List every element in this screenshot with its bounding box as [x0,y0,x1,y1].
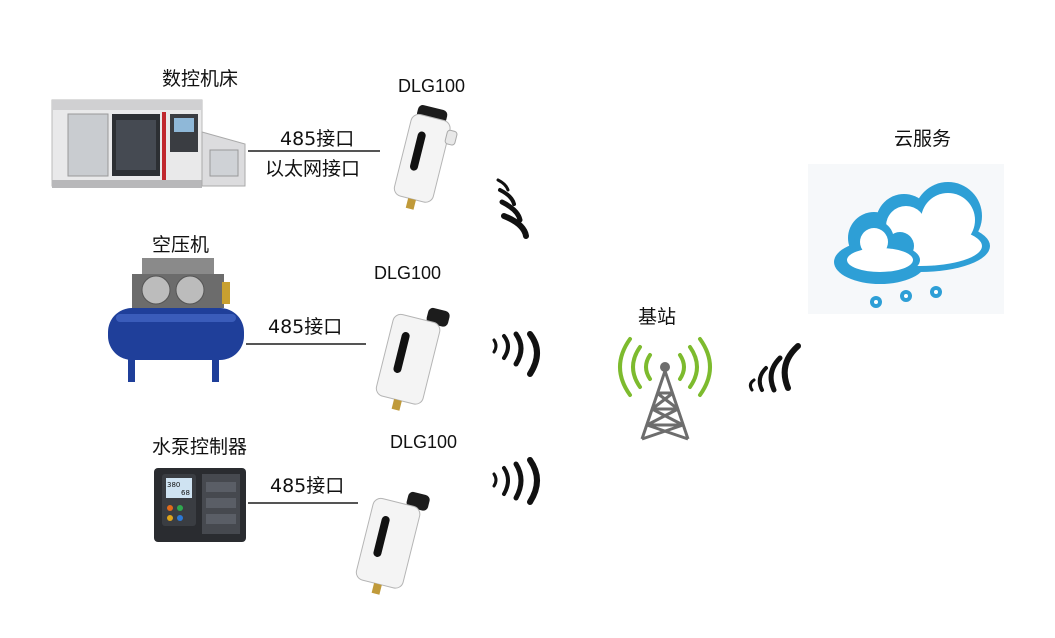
gateway-2-label: DLG100 [374,263,442,283]
air-compressor-image [104,252,249,387]
gateway-3-device [344,484,439,609]
base-station-tower-icon [610,335,720,445]
cloud-service-label: 云服务 [894,128,952,150]
signal-waves-3 [488,456,558,506]
cnc-machine-label: 数控机床 [162,68,239,90]
cnc-machine-image [50,92,250,192]
gateway-1-label: DLG100 [398,76,466,96]
cloud-service-icon [808,164,1004,314]
pump-wire [248,502,358,504]
base-station-label: 基站 [638,306,677,328]
air-compressor-label: 空压机 [152,234,210,256]
pump-interface-485: 485接口 [270,475,345,497]
signal-waves-2 [488,330,558,380]
signal-waves-1 [488,172,558,242]
compressor-wire [246,343,366,345]
cnc-interface-485: 485接口 [280,128,355,150]
cnc-wire [248,150,380,152]
gateway-3-label: DLG100 [390,432,458,452]
pump-controller-image: 380 68 [152,466,248,544]
gateway-2-device [366,300,456,425]
pump-controller-label: 水泵控制器 [152,436,248,458]
compressor-interface-485: 485接口 [268,316,343,338]
signal-waves-uplink [744,340,824,400]
pump-display-right: 68 [181,489,190,497]
cnc-interface-ethernet: 以太网接口 [265,158,361,180]
pump-display-left: 380 [167,481,180,489]
gateway-1-device [384,100,474,225]
